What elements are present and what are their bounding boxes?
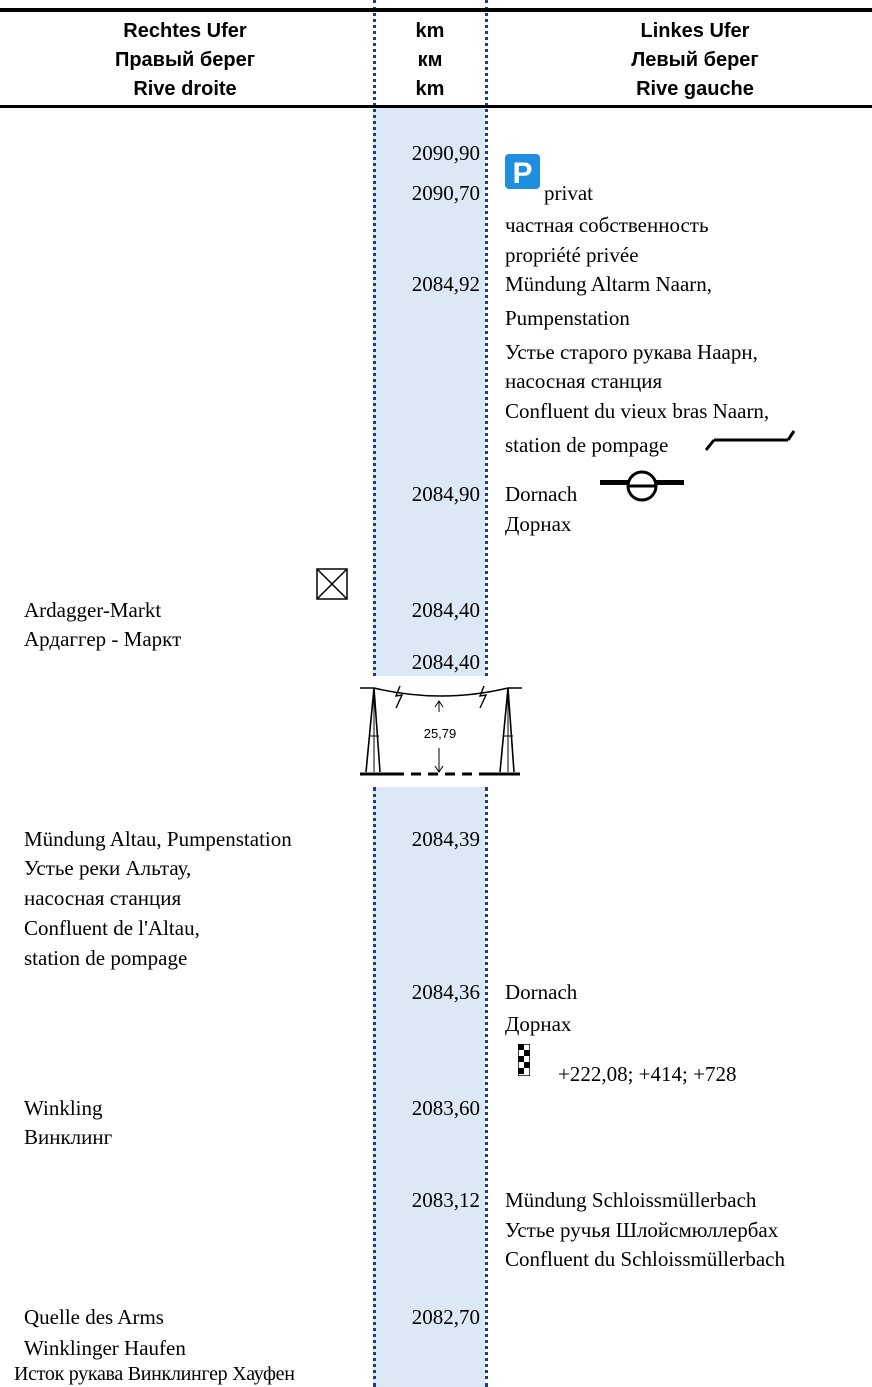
header-left-bank: Linkes Ufer Левый берег Rive gauche <box>560 17 830 104</box>
header-left-bank-ru: Левый берег <box>631 49 759 71</box>
altau-line-2: Устье реки Альтау, <box>24 856 192 880</box>
km-column-right-border-upper <box>485 0 488 676</box>
naarn-line-1: Mündung Altarm Naarn, <box>505 272 713 296</box>
km-column-band-lower <box>373 787 485 1387</box>
header-left-bank-de: Linkes Ufer <box>640 20 750 42</box>
km-mark: 2090,90 <box>411 141 480 165</box>
privat-ru: частная собственность <box>505 213 709 237</box>
header-right-bank: Rechtes Ufer Правый берег Rive droite <box>30 17 340 104</box>
header-km-ru: км <box>417 49 443 71</box>
naarn-line-6: station de pompage <box>505 433 669 457</box>
km-column-left-border-upper <box>373 0 376 676</box>
altau-line-1: Mündung Altau, Pumpenstation <box>24 827 292 851</box>
header-top-rule <box>0 8 872 12</box>
privat-fr: propriété privée <box>505 243 639 267</box>
schloiss-fr: Confluent du Schloissmüllerbach <box>505 1247 785 1271</box>
schloiss-de: Mündung Schloissmüllerbach <box>505 1188 757 1212</box>
km-mark: 2084,40 <box>411 650 480 674</box>
km-mark: 2083,12 <box>411 1188 480 1212</box>
header-right-bank-ru: Правый берег <box>114 49 256 71</box>
ardagger-ru: Ардаггер - Маркт <box>24 627 182 651</box>
header-left-bank-fr: Rive gauche <box>636 78 754 100</box>
schloiss-ru: Устье ручья Шлойсмюллербах <box>505 1218 779 1242</box>
parking-sign-icon: P <box>505 154 540 189</box>
km-mark: 2090,70 <box>411 181 480 205</box>
power-line-icon: 25,79 <box>360 685 522 776</box>
naarn-line-4: насосная станция <box>505 369 663 393</box>
crossed-box-icon <box>316 568 348 600</box>
dornach-2-offsets: +222,08; +414; +728 <box>558 1062 737 1086</box>
dornach-2-de: Dornach <box>505 980 578 1004</box>
arms-line-3: Исток рукава Винклингер Хауфен <box>14 1363 295 1385</box>
arms-line-1: Quelle des Arms <box>24 1305 164 1329</box>
naarn-line-3: Устье старого рукава Наарн, <box>505 340 758 364</box>
altau-line-3: насосная станция <box>24 886 182 910</box>
naarn-line-2: Pumpenstation <box>505 306 630 330</box>
header-right-bank-fr: Rive droite <box>133 78 237 100</box>
km-mark: 2084,90 <box>411 482 480 506</box>
ferry-landing-icon <box>600 470 684 502</box>
km-mark: 2084,36 <box>411 980 480 1004</box>
dornach-2-ru: Дорнах <box>505 1012 572 1036</box>
km-column-left-border-lower <box>373 787 376 1387</box>
dornach-1-de: Dornach <box>505 482 578 506</box>
winkling-de: Winkling <box>24 1096 103 1120</box>
header-right-bank-de: Rechtes Ufer <box>123 20 247 42</box>
header-km: km км km <box>385 17 475 104</box>
km-mark: 2082,70 <box>411 1305 480 1329</box>
km-mark: 2084,92 <box>411 272 480 296</box>
altau-line-4: Confluent de l'Altau, <box>24 916 200 940</box>
header-bottom-rule <box>0 105 872 108</box>
naarn-line-5: Confluent du vieux bras Naarn, <box>505 399 770 423</box>
header-km-fr: km <box>415 78 445 100</box>
ardagger-de: Ardagger-Markt <box>24 598 162 622</box>
km-column-band-upper <box>373 108 485 676</box>
checkered-gauge-icon <box>518 1044 530 1076</box>
arms-line-2: Winklinger Haufen <box>24 1336 186 1360</box>
winkling-ru: Винклинг <box>24 1125 113 1149</box>
km-column-right-border-lower <box>485 787 488 1387</box>
dornach-1-ru: Дорнах <box>505 512 572 536</box>
svg-text:P: P <box>512 157 532 189</box>
km-mark: 2084,40 <box>411 598 480 622</box>
ferry-cable-icon <box>704 430 796 451</box>
power-line-clearance: 25,79 <box>424 726 457 741</box>
altau-line-5: station de pompage <box>24 946 188 970</box>
privat-de: privat <box>544 181 593 205</box>
header-km-de: km <box>415 20 445 42</box>
km-mark: 2083,60 <box>411 1096 480 1120</box>
km-mark: 2084,39 <box>411 827 480 851</box>
